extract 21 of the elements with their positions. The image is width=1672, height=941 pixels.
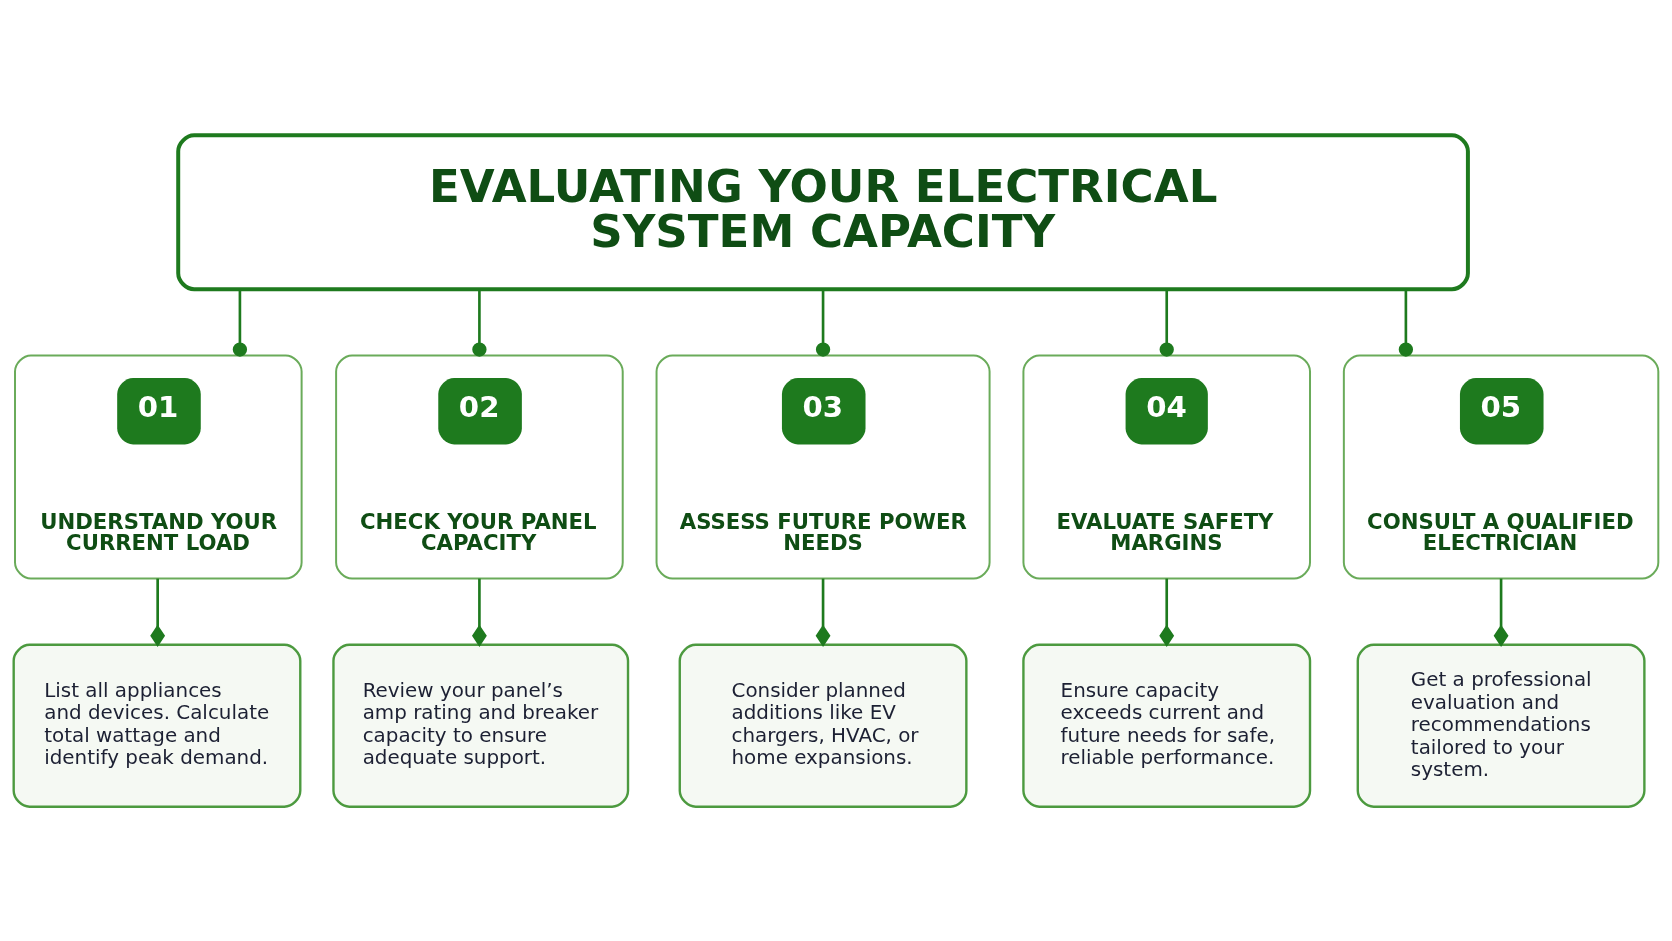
node-box: 02 CHECK YOUR PANEL CAPACITY [335, 354, 624, 579]
connector [815, 578, 831, 647]
connector [1159, 288, 1174, 357]
node-box: Ensure capacity exceeds current and future needs for safe, reliable performance. [1022, 643, 1312, 808]
node-box: List all appliances and devices. Calculate total wattage and identify peak demand. [12, 643, 302, 808]
connector [472, 288, 487, 357]
connector [1493, 578, 1509, 647]
node-box: 01 UNDERSTAND YOUR CURRENT LOAD [14, 354, 303, 579]
connector [1159, 578, 1175, 647]
connector [232, 288, 248, 357]
node-box: Get a professional evaluation and recommendations tailored to your system. [1356, 643, 1646, 808]
node-box: Review your panel’s amp rating and breaker capacity to ensure adequate support. [332, 643, 630, 808]
connector [815, 288, 831, 357]
connector [150, 578, 166, 647]
node-box: 04 EVALUATE SAFETY MARGINS [1022, 354, 1311, 579]
connector [1398, 288, 1414, 357]
node-box: 03 ASSESS FUTURE POWER NEEDS [655, 354, 991, 579]
node-box: 05 CONSULT A QUALIFIED ELECTRICIAN [1342, 354, 1660, 579]
node-box: EVALUATING YOUR ELECTRICAL SYSTEM CAPACITY [176, 132, 1470, 291]
node-box: Consider planned additions like EV chargers, HVAC, or home expansions. [678, 643, 968, 808]
connector [471, 578, 487, 647]
